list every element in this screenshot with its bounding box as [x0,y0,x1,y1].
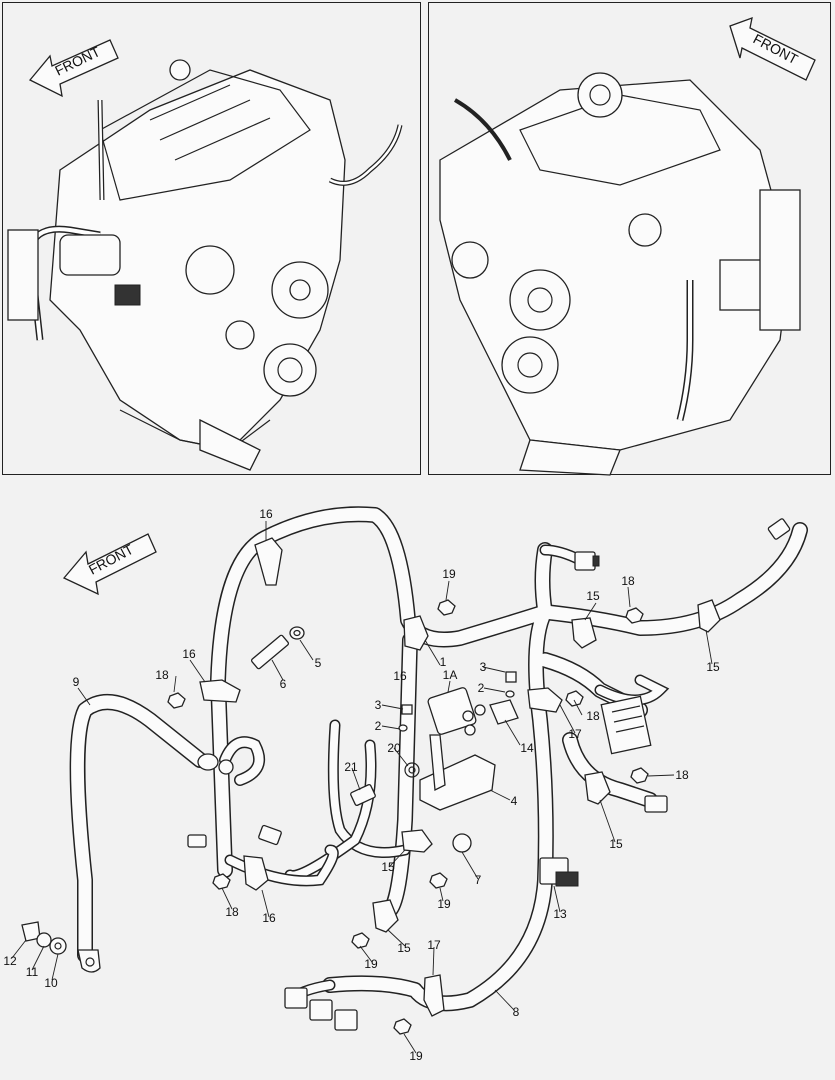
callout-17: 17 [568,727,582,741]
callout-18: 18 [621,574,635,588]
callout-18: 18 [155,668,169,682]
front-arrow-main: FRONT [62,533,157,596]
callout-17: 17 [427,938,441,952]
callout-19: 19 [437,897,451,911]
callout-11: 11 [26,965,39,979]
engine-illustration-left: FRONT [7,39,403,471]
callout-16: 16 [262,911,276,925]
callout-13: 13 [553,907,567,921]
callout-2: 2 [375,719,382,733]
front-arrow-right: FRONT [729,16,816,81]
callout-2: 2 [478,681,485,695]
front-arrow-left: FRONT [28,39,119,98]
callout-12: 12 [3,954,17,968]
callout-4: 4 [511,794,518,808]
callout-3: 3 [480,660,487,674]
callout-9: 9 [73,675,80,689]
callout-16: 16 [182,647,196,661]
callout-15: 15 [706,660,720,674]
callout-15: 15 [609,837,623,851]
callout-7: 7 [475,873,482,887]
engine-illustration-right: FRONT [439,16,816,476]
callout-18: 18 [586,709,600,723]
callout-1A: 1A [443,668,458,682]
callout-19: 19 [442,567,456,581]
callout-3: 3 [375,698,382,712]
callout-18: 18 [225,905,239,919]
callout-21: 21 [344,760,358,774]
harness-8 [210,506,808,1012]
callout-20: 20 [387,741,401,755]
harness-clamps [199,537,721,1017]
callout-19: 19 [364,957,378,971]
callout-10: 10 [44,976,58,990]
callout-8: 8 [513,1005,520,1019]
callout-18: 18 [675,768,689,782]
callout-15: 15 [381,860,395,874]
callout-1: 1 [440,655,447,669]
callout-19: 19 [409,1049,423,1063]
callout-16: 16 [393,669,407,683]
callout-5: 5 [315,656,322,670]
leader-lines [11,521,713,1054]
callout-16: 16 [259,507,273,521]
callout-15: 15 [586,589,600,603]
connectors [21,518,791,1035]
callout-6: 6 [280,677,287,691]
callout-labels: 16 19 5 16 1 18 15 15 9 16 6 3 1A 2 18 3… [3,507,720,1063]
battery-cable-9 [69,694,265,973]
callout-15: 15 [397,941,411,955]
callout-14: 14 [520,741,534,755]
